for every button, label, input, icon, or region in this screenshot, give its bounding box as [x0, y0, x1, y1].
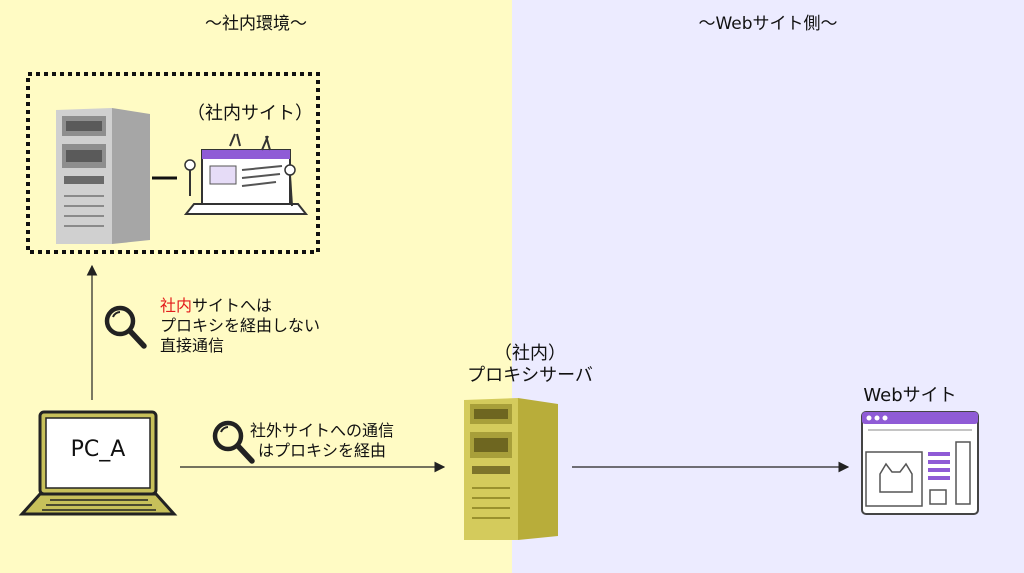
browser-window-icon: [861, 411, 979, 515]
intranet-site-label: （社内サイト）: [187, 103, 313, 124]
internal-zone-title: 〜社内環境〜: [205, 14, 307, 34]
proxy-label-line2: プロキシサーバ: [467, 365, 593, 386]
magnifier-icon: [104, 305, 147, 349]
proxy-server-label: （社内） プロキシサーバ: [420, 343, 640, 387]
direct-note-line1: 社内サイトへは: [160, 296, 320, 316]
proxy-note-line1: 社外サイトへの通信: [250, 421, 395, 440]
laptop-icon: [18, 410, 178, 516]
direct-note-highlight: 社内: [160, 296, 193, 315]
server-tower-icon: [56, 108, 150, 244]
proxy-route-note: 社外サイトへの通信 はプロキシを経由: [250, 421, 394, 461]
direct-note-line3: 直接通信: [160, 336, 225, 355]
proxy-label-line1: （社内）: [494, 343, 566, 364]
magnifier-icon: [212, 420, 255, 464]
intranet-boundary: [26, 72, 320, 254]
direct-note-line1-rest: サイトへは: [192, 296, 273, 315]
website-label: Webサイト: [863, 385, 957, 406]
direct-route-note: 社内サイトへは プロキシを経由しない 直接通信: [160, 296, 320, 356]
proxy-server-icon: [464, 398, 558, 540]
proxy-note-line2: はプロキシを経由: [258, 441, 387, 460]
pc-label: PC_A: [70, 437, 126, 462]
direct-note-line2: プロキシを経由しない: [160, 316, 321, 335]
intranet-site-icon: [183, 133, 309, 215]
web-zone-title: 〜Webサイト側〜: [698, 14, 838, 34]
